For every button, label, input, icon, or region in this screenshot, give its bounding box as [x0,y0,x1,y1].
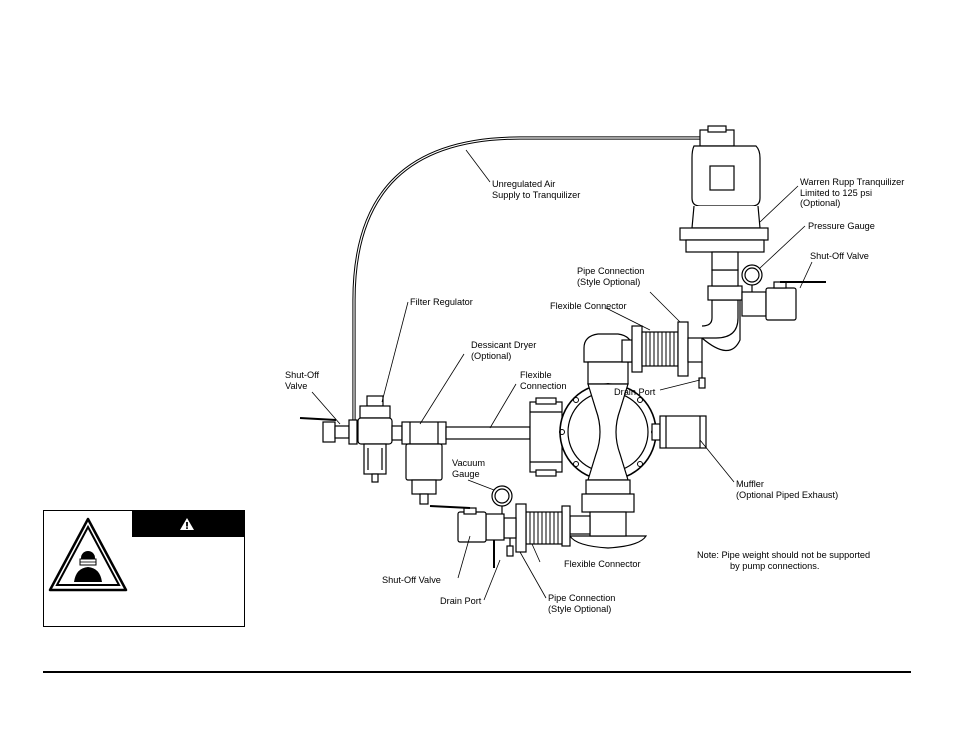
shutoff-valve-left-label: Shut-Off Valve [285,370,320,391]
warning-header [132,511,245,537]
filter-regulator [357,395,403,483]
exclamation-triangle-icon [179,518,194,530]
warning-box [43,510,245,627]
air-supply-hose [352,136,705,420]
pressure-gauge [741,264,763,294]
bottom-suction-line [429,485,591,568]
pressure-gauge-label: Pressure Gauge [808,221,875,231]
shutoff-valve-right-label: Shut-Off Valve [810,251,869,261]
flexible-connector-top-label: Flexible Connector [550,301,627,311]
diaphragm-pump [559,333,657,549]
flexible-connection-label: Flexible Connection [520,370,567,391]
shutoff-valve-bottom-label: Shut-Off Valve [382,575,441,585]
pump-air-valve [529,397,563,477]
right-shutoff-valve [741,281,826,321]
tranquilizer [679,125,769,271]
drain-port-bottom-label: Drain Port [440,596,482,606]
vacuum-gauge-label: Vacuum Gauge [452,458,486,479]
dessicant-dryer [401,421,447,505]
muffler-label: Muffler (Optional Piped Exhaust) [736,479,839,500]
unregulated-air-label: Unregulated Air Supply to Tranquilizer [492,179,581,200]
left-shutoff-valve [299,417,358,445]
pipe-connection-top-label: Pipe Connection (Style Optional) [577,266,645,287]
leader-lines [311,149,813,601]
muffler [651,415,707,449]
top-flexible-connector [621,321,706,389]
filter-regulator-label: Filter Regulator [410,297,473,307]
drain-port-top-label: Drain Port [614,387,656,397]
flexible-air-connection [445,426,531,440]
pipe-connection-bottom-label: Pipe Connection (Style Optional) [548,593,616,614]
tranquilizer-label: Warren Rupp Tranquilizer Limited to 125 … [800,177,905,209]
dessicant-dryer-label: Dessicant Dryer (Optional) [471,340,537,361]
pipe-weight-note: Note: Pipe weight should not be supporte… [697,550,871,571]
respirator-hazard-icon [48,517,128,592]
footer-rule [43,671,911,673]
discharge-elbow [701,269,743,352]
flexible-connector-bottom-label: Flexible Connector [564,559,641,569]
